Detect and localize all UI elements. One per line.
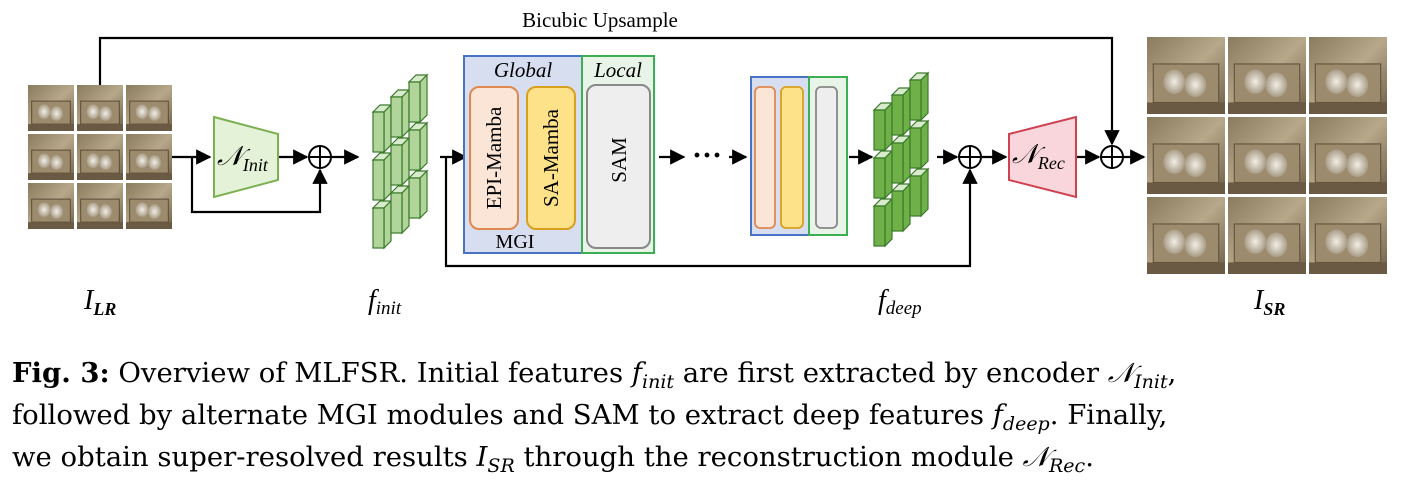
- last-sa-mamba-block: [780, 86, 804, 229]
- caption-text-4: followed by alternate MGI modules and SA…: [12, 399, 993, 431]
- f-deep-feature-cube: [890, 86, 912, 137]
- f-init-feature-cube: [389, 184, 411, 235]
- lr-view-image: [126, 183, 172, 229]
- f-init-label: finit: [368, 285, 402, 319]
- sr-view-image: [1147, 117, 1225, 194]
- mlfsr-overview-diagram: Bicubic Upsample 𝒩Init Global MGI EPI-Ma…: [28, 8, 1387, 319]
- figure-caption: Fig. 3: Overview of MLFSR. Initial featu…: [12, 352, 1404, 478]
- lr-view-image: [28, 183, 74, 229]
- sum-operator-2: [958, 145, 982, 169]
- f-deep-feature-stack: [872, 71, 930, 248]
- f-init-feature-cube: [407, 121, 429, 172]
- global-label: Global: [494, 58, 553, 82]
- f-deep-feature-cube: [908, 71, 930, 122]
- sum-operator-1: [308, 145, 332, 169]
- encoder-skip-path: [190, 157, 328, 214]
- sr-view-image: [1228, 37, 1306, 114]
- lr-view-image: [77, 134, 123, 180]
- sam-label: SAM: [607, 137, 631, 183]
- caption-n-init: 𝒩Init: [1107, 357, 1168, 393]
- sa-mamba-block: [526, 86, 576, 230]
- sr-view-image: [1228, 117, 1306, 194]
- sr-view-image: [1147, 37, 1225, 114]
- caption-text-1: Overview of MLFSR. Initial features: [109, 357, 632, 389]
- caption-text-6: we obtain super-resolved results: [12, 441, 477, 473]
- caption-f-init: finit: [631, 357, 675, 393]
- lr-view-image: [126, 134, 172, 180]
- super-resolved-output-grid: [1147, 37, 1387, 274]
- mgi-label: MGI: [496, 231, 535, 253]
- f-deep-feature-cube: [890, 182, 912, 233]
- lr-view-image: [28, 85, 74, 131]
- bicubic-upsample-path: [98, 36, 1120, 146]
- sam-block: [586, 84, 651, 249]
- last-epi-mamba-block: [754, 86, 776, 229]
- lr-view-image: [77, 183, 123, 229]
- epi-mamba-block: [469, 86, 519, 230]
- f-init-feature-cube: [407, 169, 429, 220]
- caption-text-7: through the reconstruction module: [514, 441, 1023, 473]
- f-deep-label: fdeep: [878, 285, 922, 319]
- reconstructor-n-rec-block: [1008, 115, 1077, 199]
- sr-view-image: [1228, 197, 1306, 274]
- f-init-feature-cube: [371, 199, 393, 250]
- encoder-n-init-block: [213, 115, 279, 199]
- f-init-feature-stack: [371, 73, 429, 250]
- global-skip-path: [444, 157, 978, 268]
- caption-text-2: are first extracted by encoder: [674, 357, 1108, 389]
- i-sr-label: ISR: [1253, 285, 1285, 319]
- f-deep-feature-cube: [872, 101, 894, 152]
- caption-text-5: . Finally,: [1049, 399, 1168, 431]
- i-lr-label: ILR: [83, 285, 116, 319]
- sr-view-image: [1309, 37, 1387, 114]
- f-init-feature-cube: [389, 136, 411, 187]
- bicubic-upsample-label: Bicubic Upsample: [522, 8, 678, 32]
- caption-text-8: .: [1085, 441, 1094, 473]
- caption-f-deep: fdeep: [992, 399, 1050, 435]
- f-init-feature-cube: [389, 88, 411, 139]
- epi-mamba-label: EPI-Mamba: [482, 106, 506, 209]
- caption-figure-number: Fig. 3:: [12, 357, 110, 389]
- f-deep-feature-cube: [890, 134, 912, 185]
- sr-view-image: [1147, 197, 1225, 274]
- f-init-feature-cube: [407, 73, 429, 124]
- f-deep-feature-cube: [872, 197, 894, 248]
- f-deep-feature-cube: [908, 119, 930, 170]
- caption-text-3: ,: [1167, 357, 1177, 389]
- lr-view-image: [126, 85, 172, 131]
- sum-operator-3: [1100, 145, 1124, 169]
- last-sam-block: [815, 86, 838, 229]
- sr-view-image: [1309, 197, 1387, 274]
- f-deep-feature-cube: [872, 149, 894, 200]
- encoder-n-init-label: 𝒩Init: [217, 141, 269, 175]
- lr-view-image: [28, 134, 74, 180]
- caption-n-rec: 𝒩Rec: [1022, 441, 1086, 477]
- f-init-feature-cube: [371, 103, 393, 154]
- sr-view-image: [1309, 117, 1387, 194]
- caption-i-sr: ISR: [476, 441, 515, 477]
- f-init-feature-cube: [371, 151, 393, 202]
- ellipsis: ···: [692, 139, 722, 172]
- low-resolution-input-grid: [28, 85, 172, 229]
- lr-view-image: [77, 85, 123, 131]
- f-deep-feature-cube: [908, 167, 930, 218]
- local-label: Local: [593, 58, 642, 82]
- sa-mamba-label: SA-Mamba: [539, 108, 563, 207]
